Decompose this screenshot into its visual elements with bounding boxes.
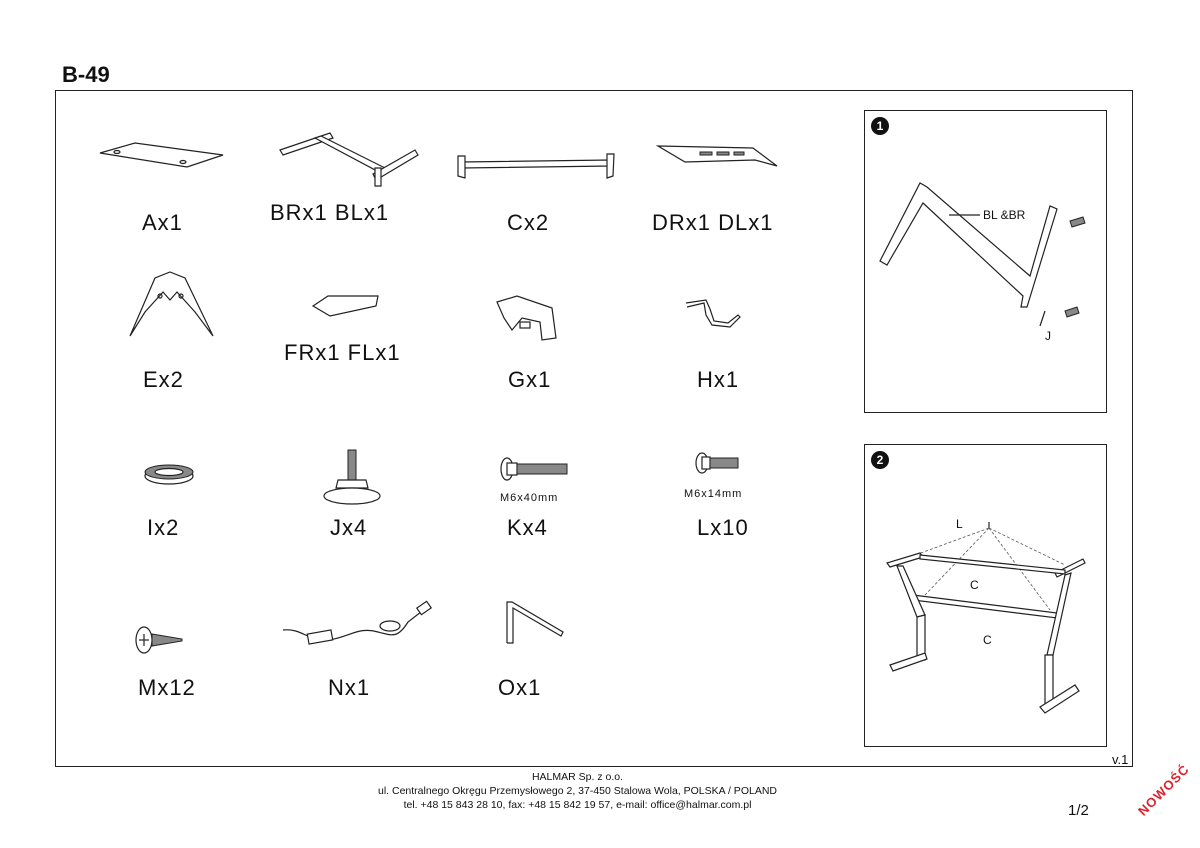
screw-drawing — [135, 626, 183, 654]
holder-drawing — [496, 295, 557, 341]
model-title: B-49 — [62, 62, 110, 87]
leg-frame-drawing — [279, 132, 419, 187]
label-m: Mx12 — [138, 675, 196, 700]
footer-company: HALMAR Sp. z o.o. — [531, 771, 624, 783]
step-1-number: 1 — [871, 117, 889, 135]
version-label: v.1 — [1112, 752, 1129, 767]
step-1-drawing — [879, 182, 1086, 327]
label-n: Nx1 — [328, 675, 371, 700]
side-cover-drawing — [655, 145, 778, 167]
bolt-14-drawing — [695, 452, 739, 474]
label-a: Ax1 — [142, 210, 183, 235]
label-l: Lx10 — [697, 515, 749, 540]
step-2-callout-l: L — [956, 517, 963, 531]
label-g: Gx1 — [508, 367, 552, 392]
label-k: Kx4 — [507, 515, 548, 540]
label-i: Ix2 — [147, 515, 180, 540]
step-2-callout-c-bottom: C — [983, 633, 992, 647]
desk-top-drawing — [99, 142, 224, 168]
step-1-callout-bl-br: BL &BR — [983, 208, 1026, 222]
end-cap-drawing — [311, 295, 379, 317]
step-2-drawing — [886, 522, 1086, 714]
label-h: Hx1 — [697, 367, 740, 392]
footer: HALMAR Sp. z o.o. ul. Centralnego Okręgu… — [0, 770, 1155, 812]
step-1-callout-j: J — [1045, 329, 1051, 343]
crossbar-drawing — [457, 153, 615, 179]
label-e: Ex2 — [143, 367, 184, 392]
label-d: DRx1 DLx1 — [652, 210, 774, 235]
step-2-number: 2 — [871, 451, 889, 469]
label-o: Ox1 — [498, 675, 542, 700]
bracket-drawing — [129, 271, 214, 337]
footer-contact: tel. +48 15 843 28 10, fax: +48 15 842 1… — [403, 799, 752, 811]
step-2-panel: 2 L C C — [864, 444, 1107, 747]
footer-address: ul. Centralnego Okręgu Przemysłowego 2, … — [377, 785, 777, 797]
label-b: BRx1 BLx1 — [270, 200, 390, 225]
cable-drawing — [282, 600, 433, 645]
hook-drawing — [685, 299, 741, 328]
page-number: 1/2 — [1068, 802, 1089, 819]
step-1-panel: 1 BL &BR J — [864, 110, 1107, 413]
step-2-callout-c-top: C — [970, 578, 979, 592]
parts-frame — [55, 90, 1133, 767]
label-j: Jx4 — [330, 515, 368, 540]
label-c: Cx2 — [507, 210, 550, 235]
grommet-drawing — [144, 464, 194, 485]
bolt-40-drawing — [500, 457, 568, 481]
leveler-drawing — [323, 449, 381, 505]
hex-key-drawing — [506, 601, 564, 644]
size-l: M6x14mm — [684, 488, 743, 500]
label-f: FRx1 FLx1 — [284, 340, 401, 365]
size-k: M6x40mm — [500, 492, 559, 504]
